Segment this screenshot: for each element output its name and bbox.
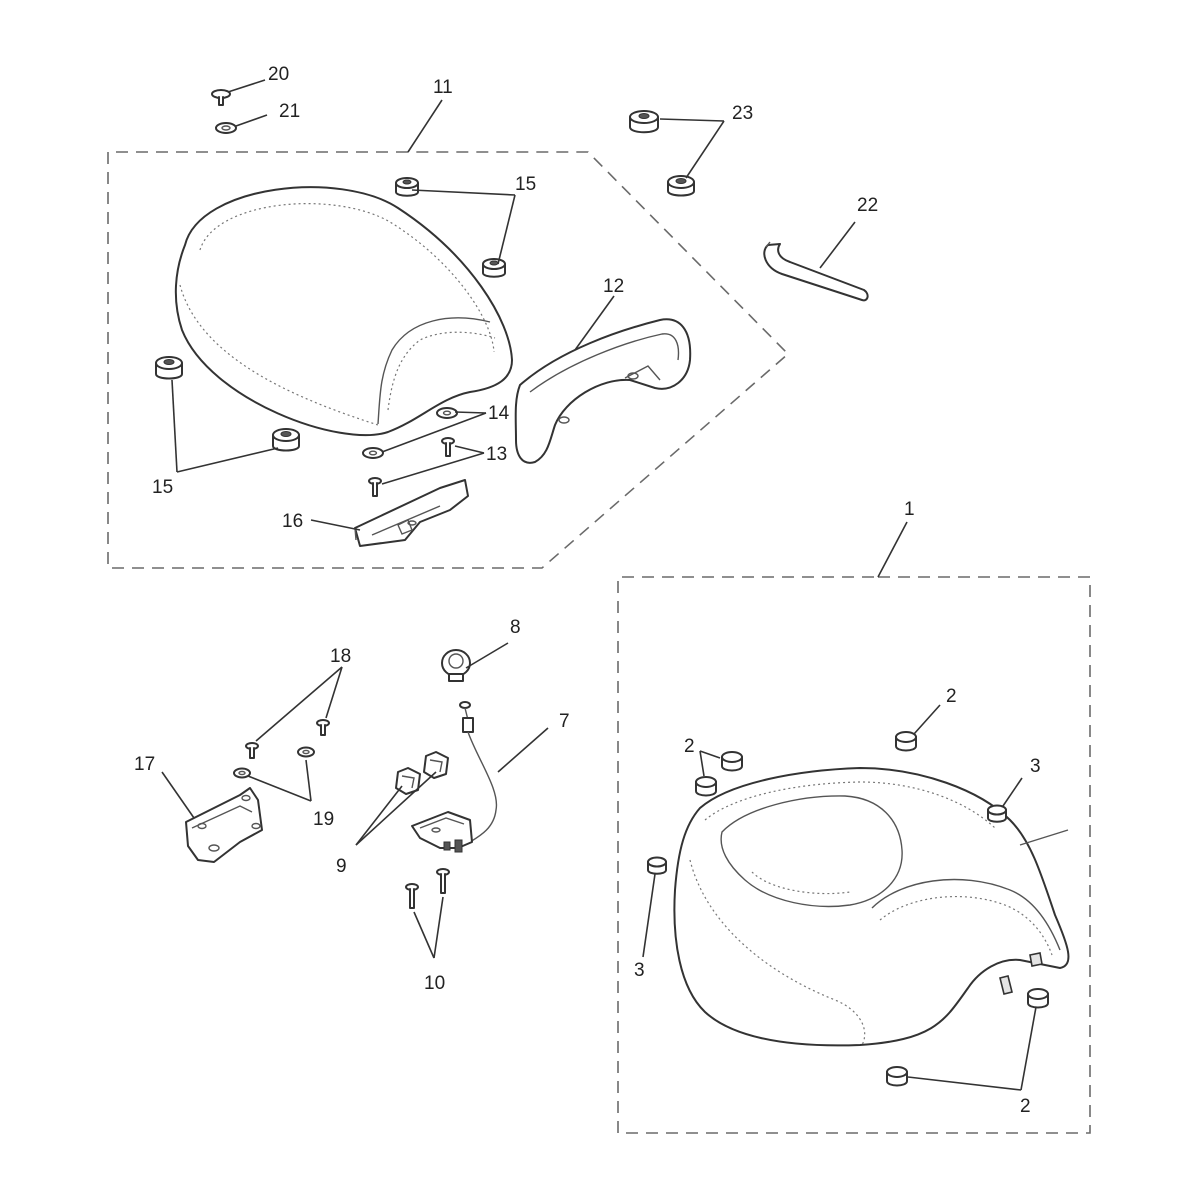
tool-strap-22: [763, 241, 869, 302]
callout-19: 19: [313, 809, 334, 830]
callout-1: 1: [904, 499, 915, 520]
washer-19-right: [297, 746, 315, 758]
screw-13-upper: [441, 437, 455, 457]
seat-release-cable-7: [411, 701, 498, 853]
grommet-3-a: [987, 804, 1007, 823]
callout-3-right: 3: [1030, 756, 1041, 777]
callout-18: 18: [330, 646, 351, 667]
group-1-boundary: [617, 576, 1091, 1134]
clip-9-right: [423, 751, 449, 779]
rubber-buffer-23-lower: [667, 175, 695, 197]
grab-rail-12: [514, 318, 692, 464]
callout-16: 16: [282, 511, 303, 532]
washer-14-upper: [436, 407, 458, 419]
bracket-17: [185, 787, 263, 863]
pillion-seat-11: [174, 186, 513, 437]
callout-9: 9: [336, 856, 347, 877]
screw-20: [211, 89, 231, 106]
screw-18-right: [316, 719, 330, 736]
callout-20: 20: [268, 64, 289, 85]
rubber-buffer-23-upper: [629, 110, 659, 134]
leader-lines: [161, 79, 1037, 1091]
callout-23: 23: [732, 103, 753, 124]
screw-10-right: [436, 868, 450, 894]
callout-15-bottom: 15: [152, 477, 173, 498]
washer-21: [215, 122, 237, 134]
callout-7: 7: [559, 711, 570, 732]
grommet-2-a: [721, 751, 743, 772]
rubber-buffer-15-mid: [482, 258, 506, 278]
rubber-buffer-15-top: [395, 177, 419, 197]
callout-3-left: 3: [634, 960, 645, 981]
washer-19-left: [233, 767, 251, 779]
group-11-boundary: [107, 151, 790, 569]
screw-13-lower: [368, 477, 382, 497]
callout-15-top: 15: [515, 174, 536, 195]
clip-9-left: [395, 767, 421, 795]
grommet-2-d: [1027, 988, 1049, 1009]
callout-17: 17: [134, 754, 155, 775]
callout-14: 14: [488, 403, 510, 424]
screw-10-left: [405, 883, 419, 909]
callout-2-top-left: 2: [684, 736, 695, 757]
grommet-2-b: [695, 776, 717, 797]
grommet-3-b: [647, 856, 667, 875]
screw-18-left: [245, 742, 259, 759]
washer-14-lower: [362, 447, 384, 459]
grommet-2-c: [895, 731, 917, 752]
callout-22: 22: [857, 195, 878, 216]
callout-11: 11: [433, 77, 453, 98]
bracket-16: [354, 479, 469, 547]
rubber-buffer-15-bottom: [272, 428, 300, 452]
rubber-buffer-15-left: [155, 356, 183, 380]
callout-2-bottom: 2: [1020, 1096, 1031, 1117]
callout-13: 13: [486, 444, 507, 465]
grommet-2-e: [886, 1066, 908, 1087]
rider-seat-1: [673, 767, 1070, 1047]
callout-2-top-right: 2: [946, 686, 957, 707]
callout-8: 8: [510, 617, 521, 638]
cable-ring-8: [441, 649, 471, 682]
callout-12: 12: [603, 276, 624, 297]
callout-21: 21: [279, 101, 300, 122]
callout-10: 10: [424, 973, 445, 994]
